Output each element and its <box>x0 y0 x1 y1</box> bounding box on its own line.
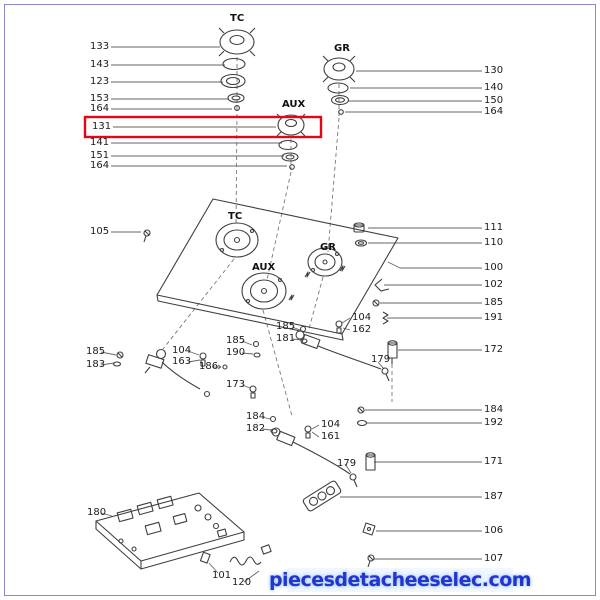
part-107 <box>367 554 375 568</box>
gas-tap-cluster-left <box>112 340 261 399</box>
burner-stack-gr <box>322 55 356 115</box>
callout-105: 105 <box>90 226 110 237</box>
callout-181: 181 <box>276 333 296 344</box>
burner-label-gr: GR <box>334 43 350 54</box>
callout-111: 111 <box>484 222 504 233</box>
callout-171: 171 <box>484 456 504 467</box>
callout-179: 179 <box>337 458 357 469</box>
burner-label-gr: GR <box>320 242 336 253</box>
page-border <box>4 4 596 596</box>
callout-190: 190 <box>226 347 246 358</box>
part-171 <box>365 452 376 471</box>
callout-133: 133 <box>90 41 110 52</box>
callout-182: 182 <box>246 423 266 434</box>
part-105 <box>143 229 151 243</box>
callout-185: 185 <box>484 297 504 308</box>
gas-tap-cluster-center <box>295 320 390 382</box>
callout-100: 100 <box>484 262 504 273</box>
cooktop-surface <box>156 198 399 341</box>
callout-104: 104 <box>352 312 372 323</box>
part-172 <box>387 340 398 364</box>
callout-185: 185 <box>226 335 246 346</box>
burner-label-aux: AUX <box>282 99 306 110</box>
part-106 <box>362 522 376 536</box>
callout-101: 101 <box>212 570 232 581</box>
part-101 <box>199 551 211 564</box>
callout-172: 172 <box>484 344 504 355</box>
callout-192: 192 <box>484 417 504 428</box>
callout-186: 186 <box>199 361 219 372</box>
callout-107: 107 <box>484 553 504 564</box>
part-187 <box>302 480 342 512</box>
gas-tap-cluster-lower <box>269 415 358 488</box>
part-120-wire <box>229 544 272 566</box>
callout-184: 184 <box>246 411 266 422</box>
callout-106: 106 <box>484 525 504 536</box>
part-184-192-right <box>356 406 368 427</box>
callout-130: 130 <box>484 65 504 76</box>
part-102 <box>374 278 390 292</box>
callout-179: 179 <box>371 354 391 365</box>
callout-164: 164 <box>90 103 110 114</box>
part-185-191-right <box>372 299 389 325</box>
callout-185: 185 <box>276 321 296 332</box>
callout-180: 180 <box>87 507 107 518</box>
control-tray-180 <box>95 492 245 570</box>
callout-164: 164 <box>90 160 110 171</box>
callout-150: 150 <box>484 95 504 106</box>
callout-185: 185 <box>86 346 106 357</box>
part-drawings <box>95 27 399 570</box>
callout-163: 163 <box>172 356 192 367</box>
leader-lines <box>100 46 482 583</box>
callout-187: 187 <box>484 491 504 502</box>
callout-140: 140 <box>484 82 504 93</box>
highlight-box-131 <box>83 115 323 139</box>
callout-141: 141 <box>90 137 110 148</box>
callout-161: 161 <box>321 431 341 442</box>
callout-104: 104 <box>172 345 192 356</box>
callout-151: 151 <box>90 150 110 161</box>
burner-label-aux: AUX <box>252 262 276 273</box>
watermark: piecesdetacheeselec.com <box>268 568 532 592</box>
callout-153: 153 <box>90 93 110 104</box>
callout-183: 183 <box>86 359 106 370</box>
callout-120: 120 <box>232 577 252 588</box>
callout-102: 102 <box>484 279 504 290</box>
callout-123: 123 <box>90 76 110 87</box>
callout-131: 131 <box>92 121 112 132</box>
callout-104: 104 <box>321 419 341 430</box>
burner-stack-tc <box>218 27 256 111</box>
callout-164: 164 <box>484 106 504 117</box>
part-111-110 <box>353 222 368 247</box>
callout-162: 162 <box>352 324 372 335</box>
burner-label-tc: TC <box>228 211 243 222</box>
callout-191: 191 <box>484 312 504 323</box>
callout-110: 110 <box>484 237 504 248</box>
burner-label-tc: TC <box>230 13 245 24</box>
callout-173: 173 <box>226 379 246 390</box>
assembly-axes <box>162 57 393 417</box>
callout-184: 184 <box>484 404 504 415</box>
callout-143: 143 <box>90 59 110 70</box>
